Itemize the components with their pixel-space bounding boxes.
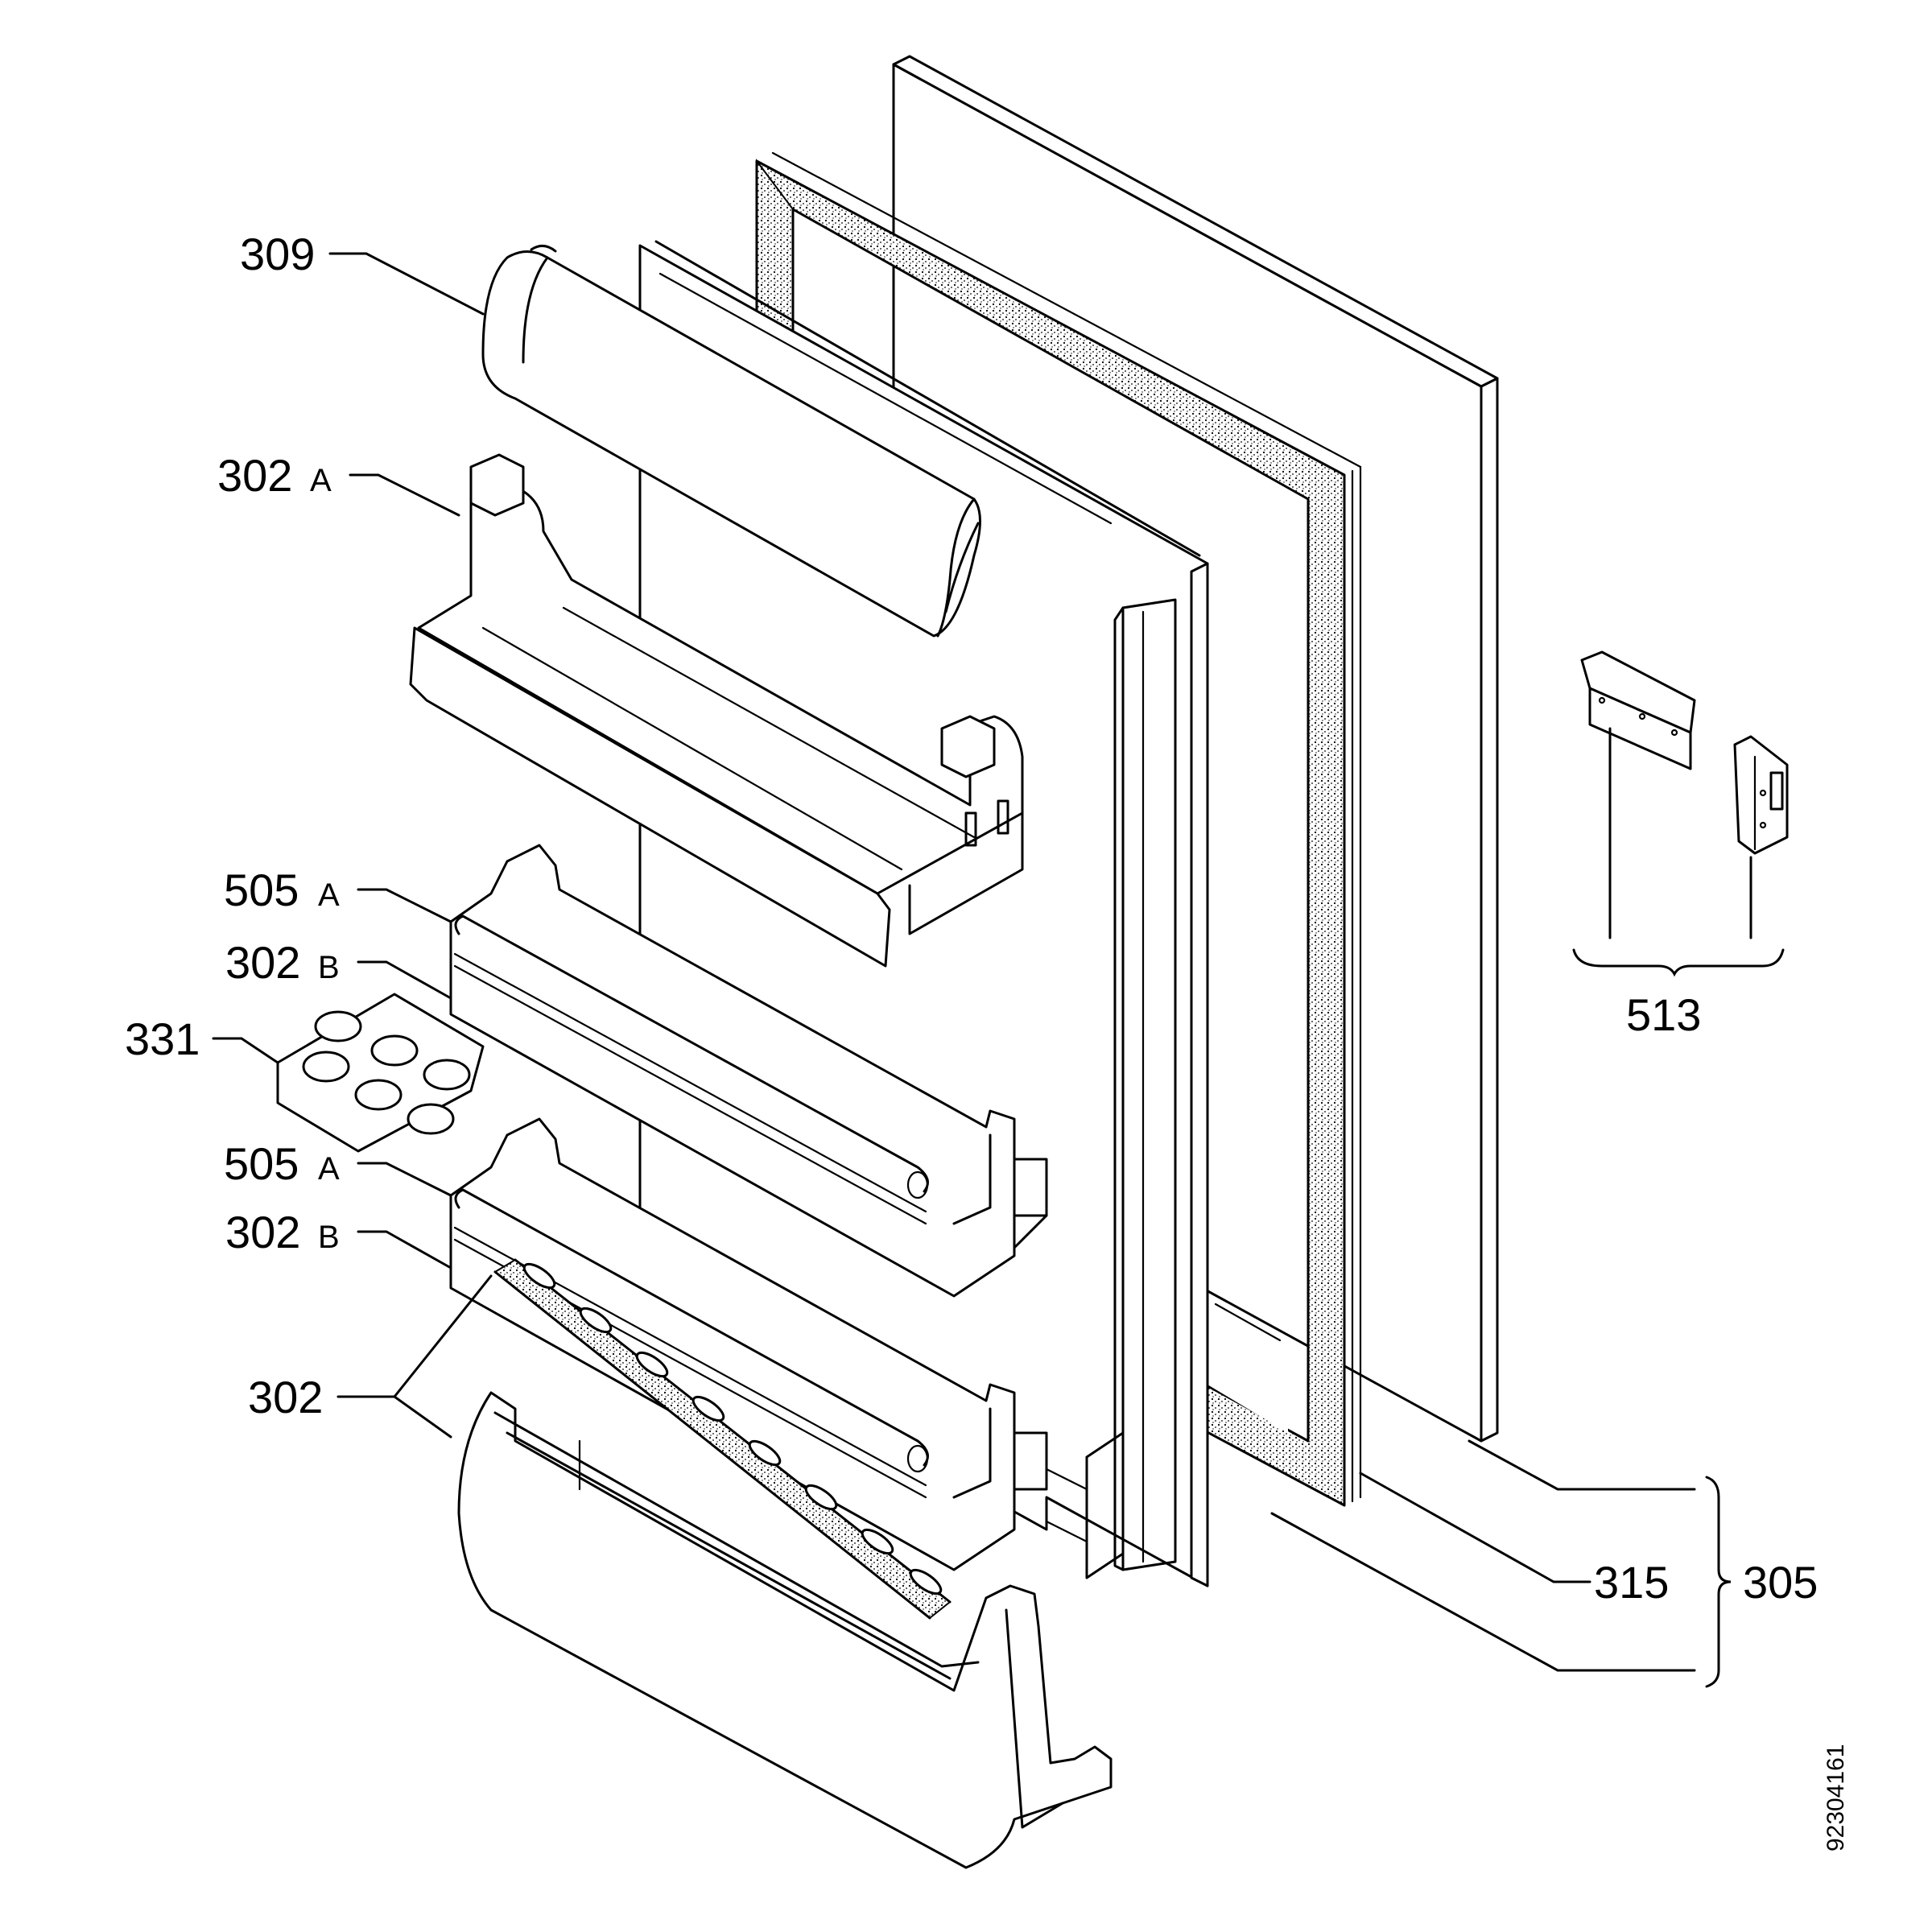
label-302a-number: 302 — [217, 450, 292, 501]
butter-compartment-lid — [481, 245, 981, 638]
callout-labels: 309 302 A 505 A 302 B 331 505 A 302 B 30… — [125, 229, 1849, 1852]
label-505a-lower-number: 505 — [224, 1138, 299, 1189]
label-302b-upper-number: 302 — [225, 937, 300, 988]
label-302b-lower-number: 302 — [225, 1207, 300, 1257]
bottle-retainer-bar — [493, 1258, 952, 1620]
inner-door-liner — [638, 240, 1209, 1587]
leader-lines — [212, 252, 1785, 1688]
label-505a-lower-suffix: A — [318, 1151, 340, 1187]
bottom-door-shelf — [457, 1391, 1113, 1869]
label-305: 305 — [1743, 1557, 1818, 1608]
label-302: 302 — [248, 1372, 323, 1422]
egg-tray — [276, 993, 485, 1153]
hinge-plate — [1580, 650, 1696, 770]
label-331: 331 — [125, 1013, 200, 1064]
label-302a-suffix: A — [310, 463, 332, 498]
label-505a-upper-number: 505 — [224, 865, 299, 915]
label-302b-lower-suffix: B — [318, 1220, 340, 1255]
middle-door-shelf — [449, 844, 1048, 1298]
label-315: 315 — [1594, 1557, 1669, 1608]
hinge-bracket — [1733, 735, 1789, 855]
retainer-clips — [522, 1262, 943, 1596]
label-513: 513 — [1626, 989, 1701, 1040]
drawing-code: 92304161 — [1823, 1744, 1849, 1852]
label-505a-upper-suffix: A — [318, 877, 340, 913]
egg-cups — [302, 1010, 471, 1135]
lower-door-shelf — [449, 1117, 1048, 1571]
label-302b-upper-suffix: B — [318, 950, 340, 985]
top-door-shelf — [409, 453, 1024, 968]
label-309: 309 — [240, 229, 315, 279]
